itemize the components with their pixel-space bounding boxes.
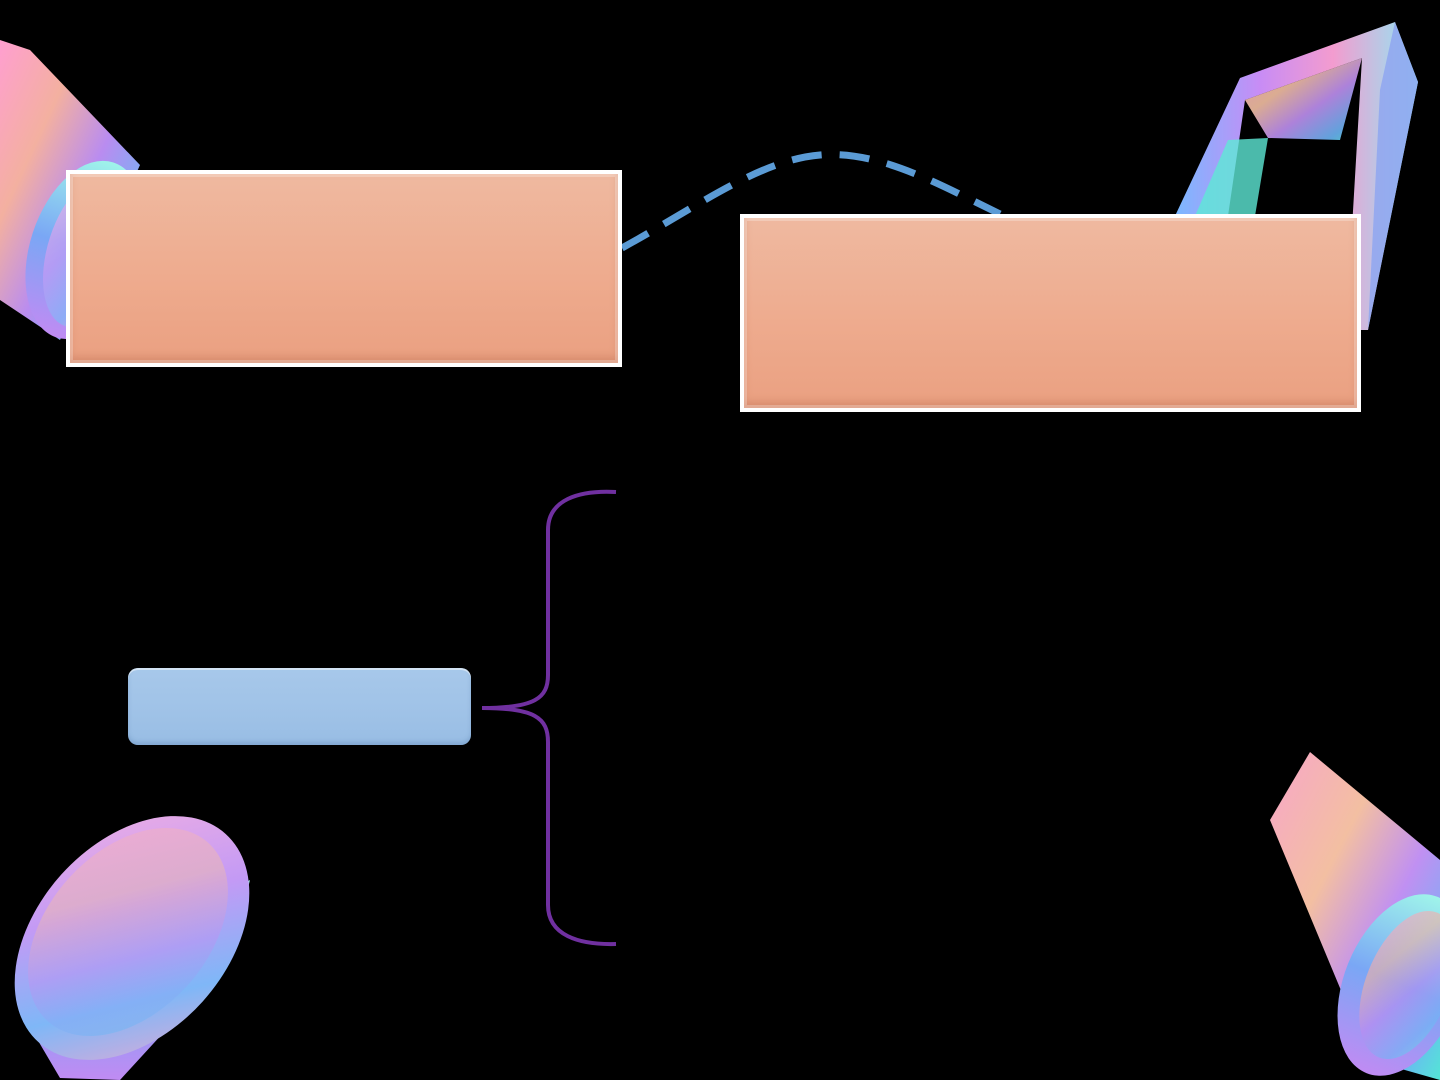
decor-disc-bottom-left: [14, 816, 250, 1080]
top-left-box: [66, 170, 622, 367]
decor-cylinder-bottom-right: [1270, 752, 1440, 1080]
top-right-box: [740, 214, 1361, 412]
dashed-connector: [620, 151, 1002, 252]
left-curly-brace: [481, 489, 617, 947]
label-pill: [128, 668, 471, 745]
